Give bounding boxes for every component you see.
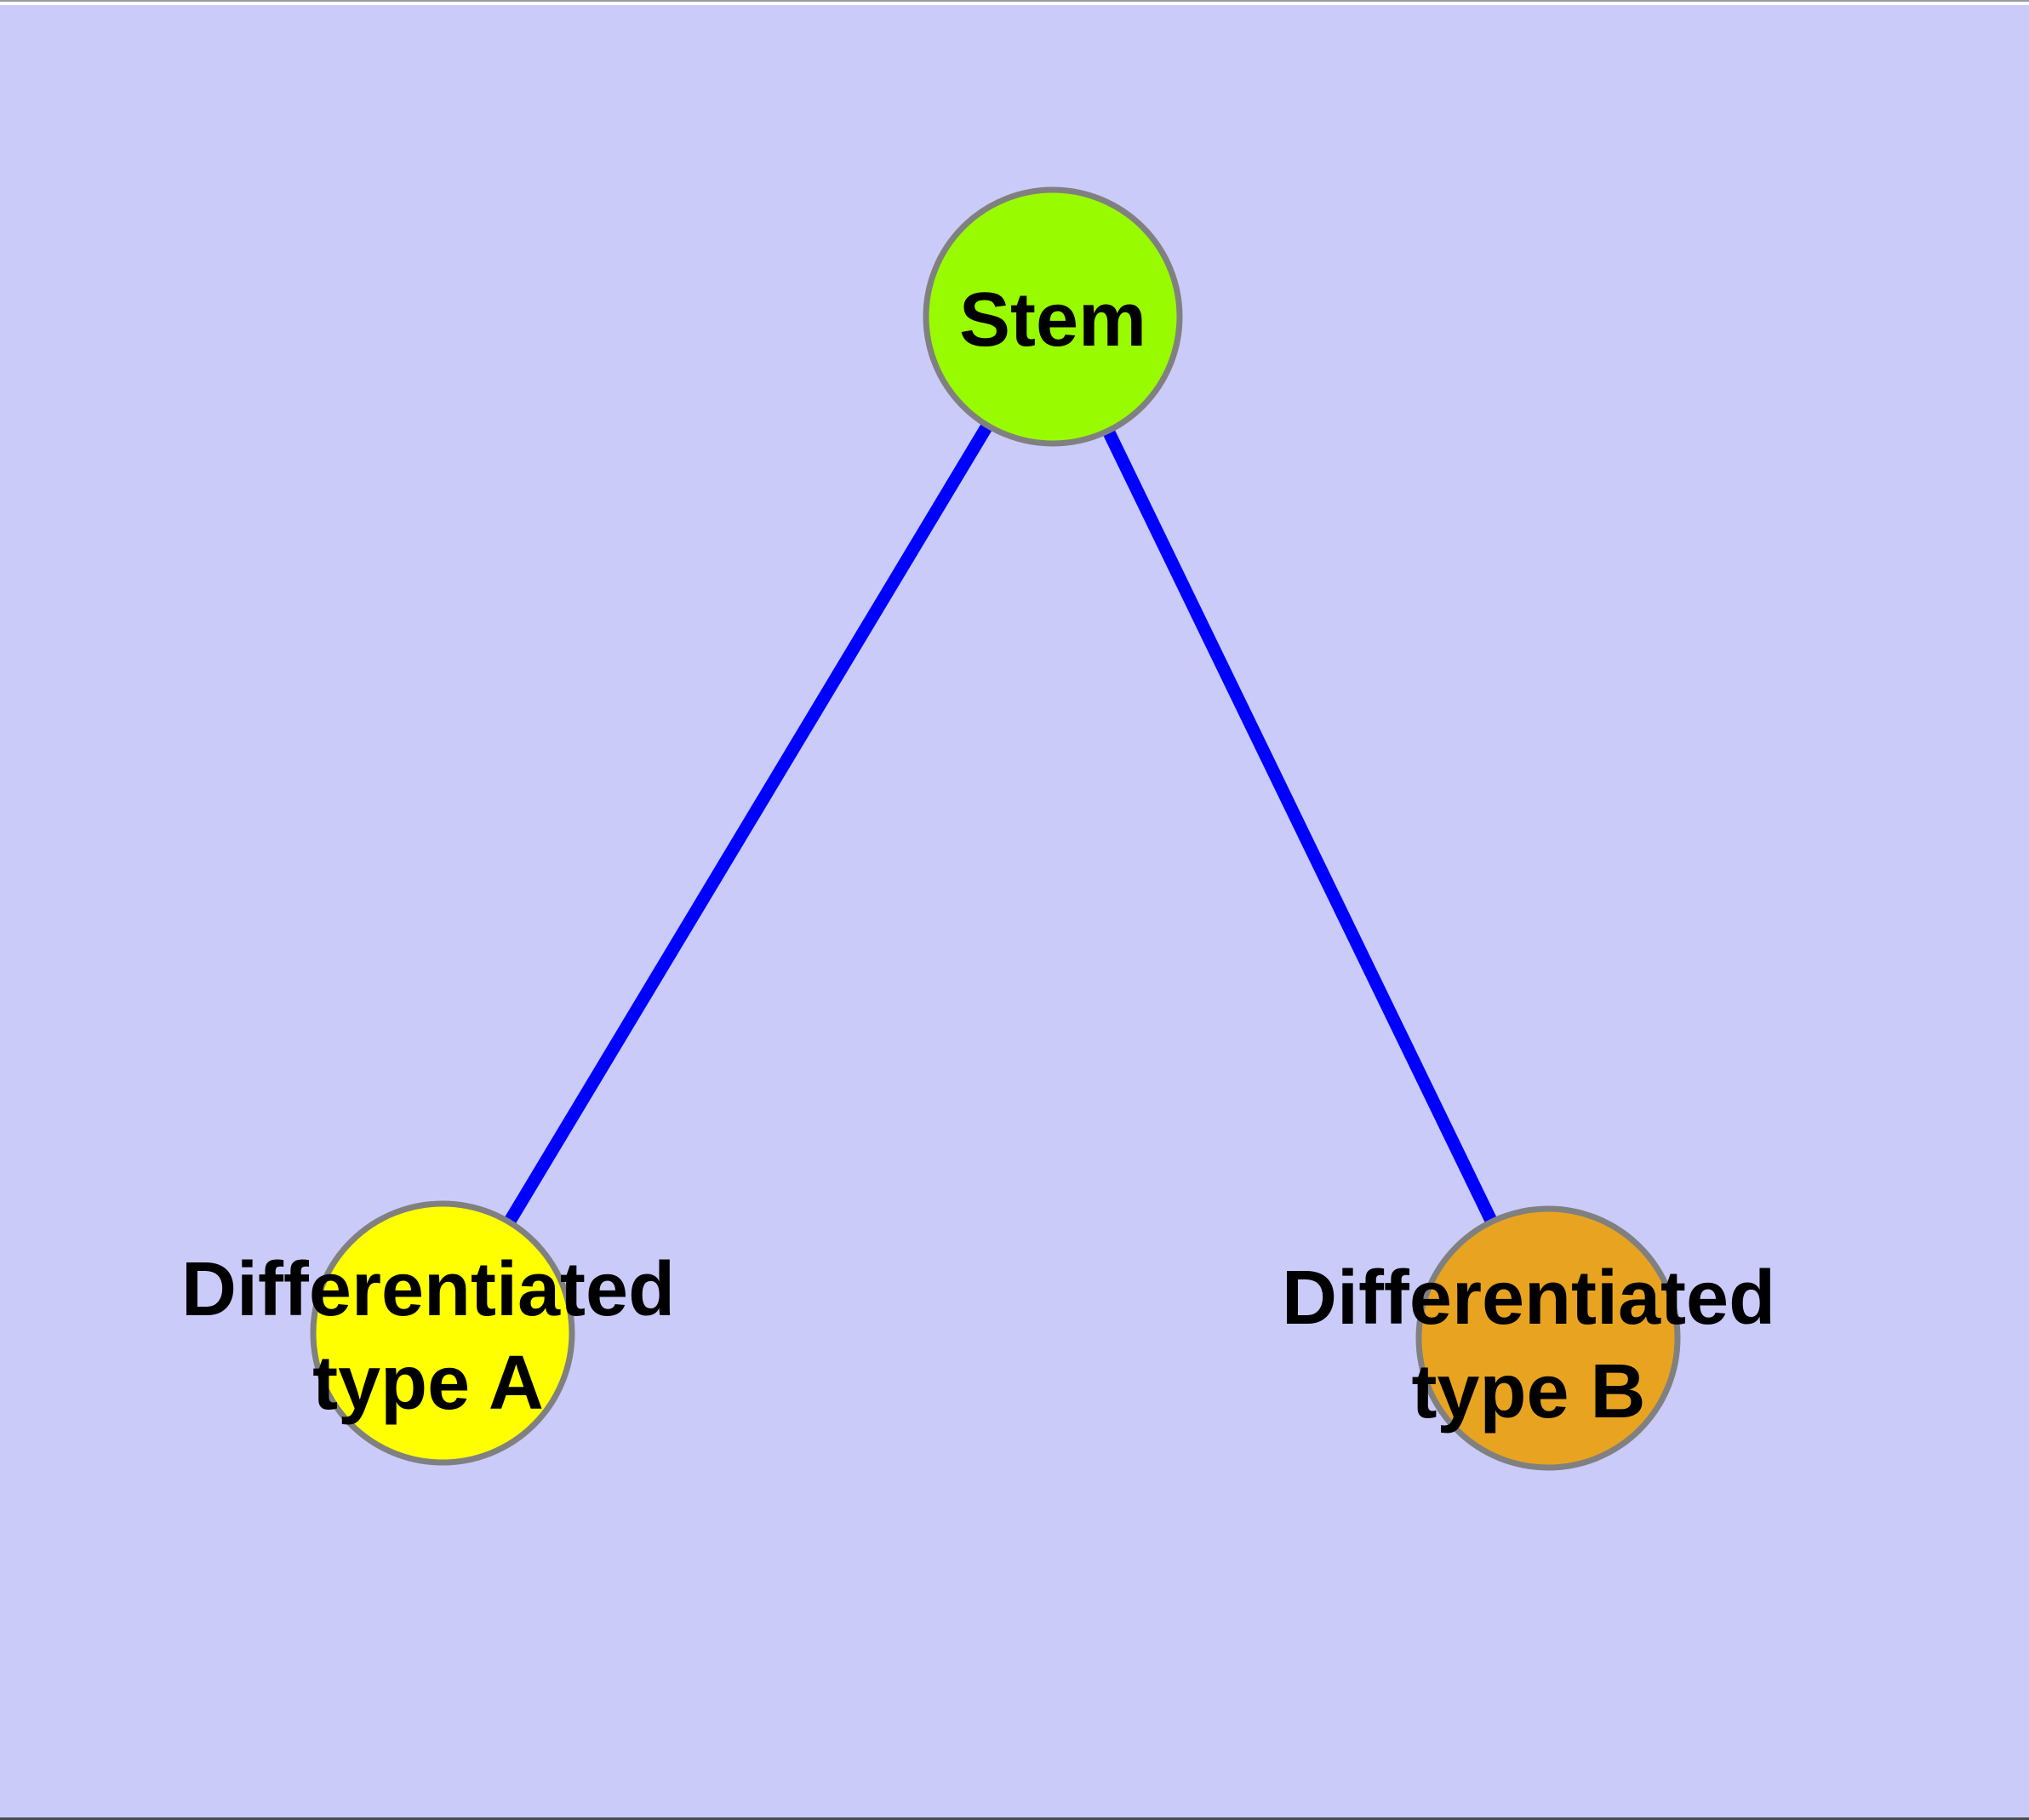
node-type-a-circle: [310, 1200, 575, 1466]
window-top-border: [0, 0, 2029, 2]
window-top-strip: [0, 2, 2029, 5]
node-type-b-circle: [1415, 1205, 1681, 1471]
node-type-a-label: Differentiated type A: [181, 1243, 675, 1430]
node-type-b-label-line1: Differentiated: [1281, 1256, 1776, 1341]
node-stem-label-text: Stem: [958, 278, 1147, 363]
edge-stem-to-type-a: [437, 313, 1059, 1336]
node-type-a-label-line2: type A: [312, 1341, 544, 1426]
node-type-a-label-line1: Differentiated: [180, 1247, 676, 1332]
edge-stem-to-type-b: [1047, 313, 1554, 1342]
node-stem-circle: [923, 186, 1183, 447]
window-bottom-border: [0, 1817, 2029, 1820]
node-stem-label: Stem: [959, 273, 1146, 367]
node-type-b-label-line2: type B: [1411, 1349, 1646, 1434]
node-type-b-label: Differentiated type B: [1282, 1251, 1775, 1439]
